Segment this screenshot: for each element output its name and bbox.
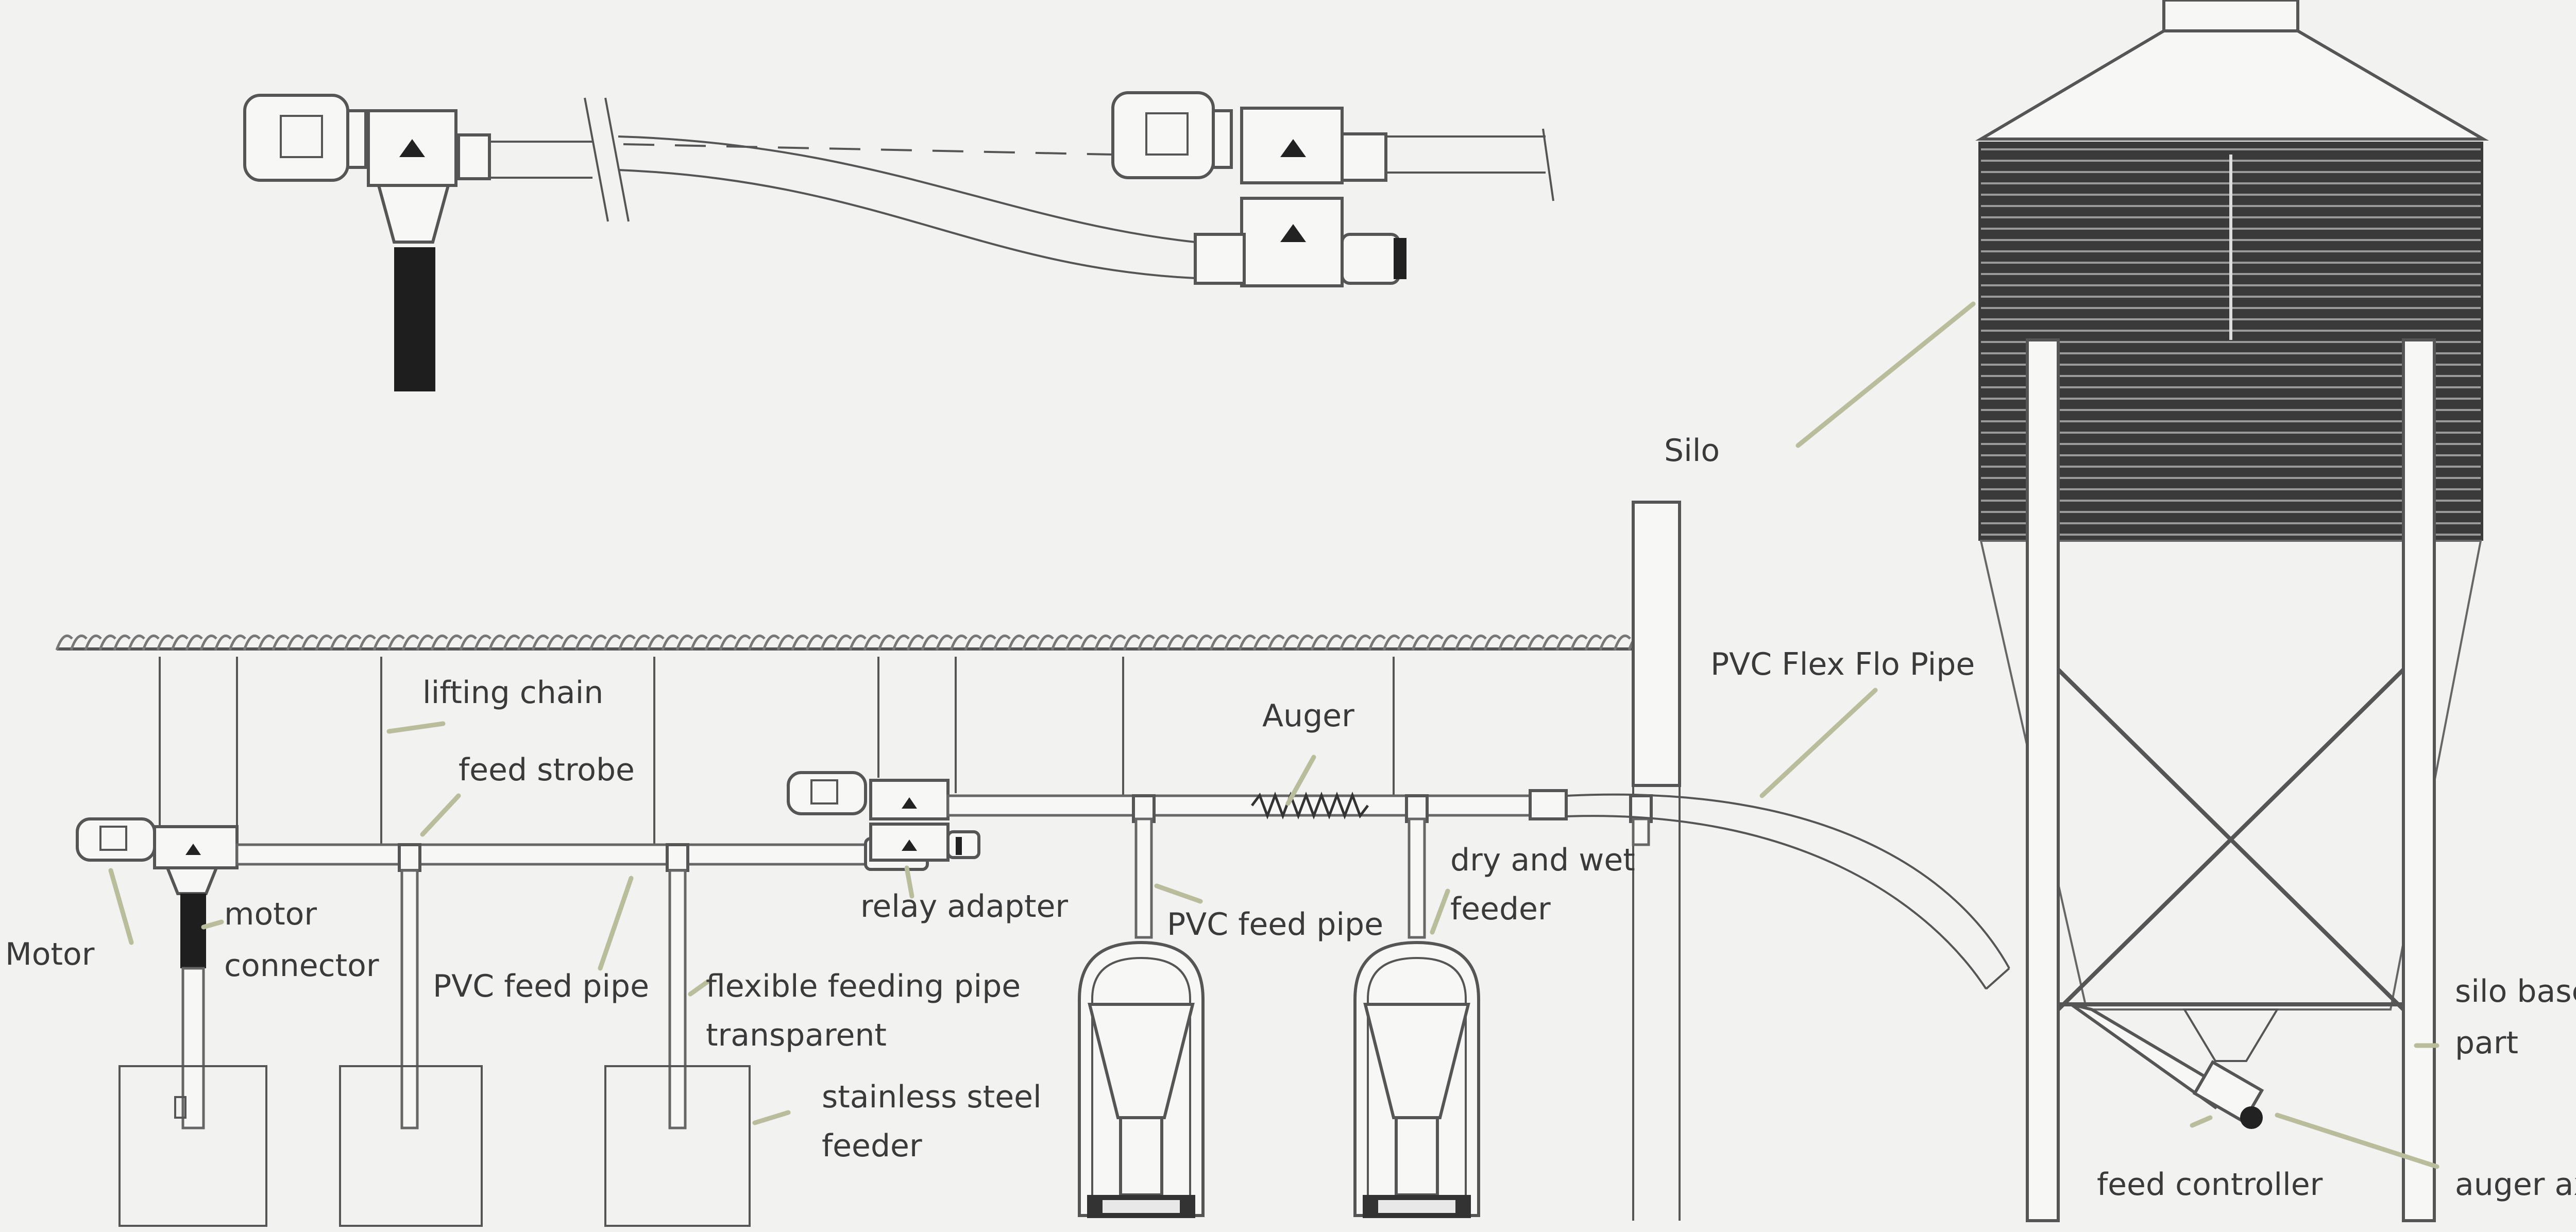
label-flexible-pipe-line1: flexible feeding pipe xyxy=(706,968,1021,1004)
labels: Motor motor connector lifting chain feed… xyxy=(5,433,2576,1203)
flexible-feeding-pipe xyxy=(668,869,687,1130)
silo-leg-left xyxy=(2026,338,2060,1222)
feed-controller xyxy=(2192,1060,2264,1124)
stainless-feeder-3 xyxy=(604,1065,751,1227)
label-lifting-chain: lifting chain xyxy=(422,675,603,711)
pvc-feed-pipe-center-1 xyxy=(1134,817,1153,939)
wall xyxy=(1632,501,1681,1221)
label-flexible-pipe-line2: transparent xyxy=(706,1017,887,1053)
pvc-flex-flo-pipe xyxy=(1566,793,2010,990)
silo xyxy=(1975,0,2489,1222)
label-pvc-flex-flo-pipe: PVC Flex Flo Pipe xyxy=(1710,646,1975,682)
ceiling xyxy=(55,635,1646,651)
label-dry-wet-feeder-line2: feeder xyxy=(1450,891,1551,927)
dry-wet-feeder-1 xyxy=(1078,940,1205,1218)
label-relay-adapter: relay adapter xyxy=(860,888,1068,925)
label-dry-wet-feeder-line1: dry and wet xyxy=(1450,842,1635,878)
label-silo-base-part-line1: silo base xyxy=(2455,973,2576,1009)
label-stainless-feeder-line1: stainless steel xyxy=(822,1079,1042,1115)
pvc-feed-pipe-left xyxy=(235,843,870,866)
stainless-feeder-2 xyxy=(339,1065,483,1227)
feed-strobe xyxy=(400,869,419,1130)
detail-motor-left xyxy=(243,94,491,391)
label-motor-connector-line2: connector xyxy=(224,948,379,984)
label-motor: Motor xyxy=(5,936,95,972)
silo-top-cap xyxy=(2162,0,2299,32)
center-feed-line xyxy=(787,771,1653,939)
label-silo: Silo xyxy=(1664,433,1720,469)
motor-connector xyxy=(180,894,206,968)
leader-lines xyxy=(108,301,2439,1169)
top-detail-view xyxy=(243,91,1554,391)
label-auger: Auger xyxy=(1262,698,1354,734)
label-silo-base-part-line2: part xyxy=(2455,1025,2518,1061)
relay-motor xyxy=(787,771,867,815)
label-pvc-feed-pipe-center: PVC feed pipe xyxy=(1167,906,1383,943)
motor-unit xyxy=(76,817,156,862)
auger xyxy=(1251,791,1369,820)
stainless-feeder-1 xyxy=(118,1065,267,1227)
detail-pipe-straight xyxy=(489,97,1113,222)
silo-leg-right xyxy=(2402,338,2436,1222)
detail-motor-right xyxy=(1111,91,1554,287)
silo-roof xyxy=(1975,29,2489,141)
dry-wet-feeder-2 xyxy=(1353,940,1480,1218)
label-feed-controller: feed controller xyxy=(2097,1167,2323,1203)
left-feed-line xyxy=(76,817,929,1227)
pvc-feed-pipe-center-2 xyxy=(1408,817,1426,939)
label-stainless-feeder-line2: feeder xyxy=(822,1128,922,1164)
label-pvc-feed-pipe-left: PVC feed pipe xyxy=(433,968,649,1004)
label-feed-strobe: feed strobe xyxy=(459,752,635,788)
lifting-chains xyxy=(159,657,1395,845)
silo-base-part xyxy=(2182,1008,2279,1062)
label-motor-connector-line1: motor xyxy=(224,896,317,932)
label-auger-axis: auger axis xyxy=(2455,1167,2576,1203)
detail-flex-pipe xyxy=(618,135,1196,279)
